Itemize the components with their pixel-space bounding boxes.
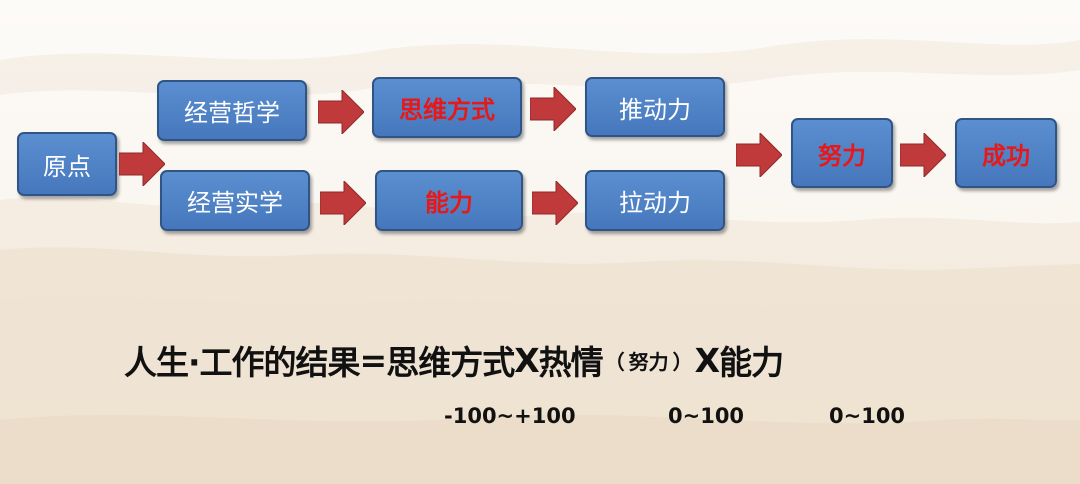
node-success-label: 成功 bbox=[982, 141, 1030, 170]
node-pulling-force: 拉动力 bbox=[585, 170, 725, 231]
node-pulling-force-label: 拉动力 bbox=[619, 189, 691, 217]
formula-thinking: 思维方式 bbox=[386, 343, 515, 382]
node-management-practice-label: 经营实学 bbox=[187, 189, 283, 217]
node-effort: 努力 bbox=[791, 118, 893, 188]
node-origin: 原点 bbox=[17, 132, 117, 196]
node-management-philosophy-label: 经营哲学 bbox=[184, 99, 280, 127]
node-thinking-style: 思维方式 bbox=[372, 77, 522, 138]
node-effort-label: 努力 bbox=[818, 141, 866, 170]
life-formula: 人生·工作的结果 = 思维方式 X 热情 （ 努力 ） X 能力 bbox=[124, 330, 784, 390]
arrow-right-icon bbox=[532, 181, 578, 225]
formula-times-2: X bbox=[694, 340, 720, 380]
formula-paren-open: （ bbox=[604, 349, 625, 374]
formula-times-1: X bbox=[514, 340, 539, 380]
arrow-right-icon bbox=[530, 87, 576, 131]
range-ability: 0~100 bbox=[829, 404, 906, 428]
arrow-right-icon bbox=[320, 181, 366, 225]
formula-paren-close: ） bbox=[672, 349, 693, 374]
node-success: 成功 bbox=[955, 118, 1057, 188]
node-driving-force-label: 推动力 bbox=[619, 95, 691, 124]
arrow-right-icon bbox=[318, 90, 364, 134]
arrow-right-icon bbox=[900, 133, 946, 177]
node-thinking-style-label: 思维方式 bbox=[399, 96, 495, 124]
node-driving-force: 推动力 bbox=[585, 77, 725, 137]
node-management-practice: 经营实学 bbox=[160, 170, 310, 231]
range-passion: 0~100 bbox=[668, 404, 745, 428]
node-ability: 能力 bbox=[375, 170, 523, 231]
node-ability-label: 能力 bbox=[425, 189, 473, 217]
arrow-right-icon bbox=[736, 133, 782, 177]
range-thinking: -100~+100 bbox=[444, 404, 576, 428]
formula-lhs: 人生·工作的结果 bbox=[124, 343, 361, 382]
formula-effort: 努力 bbox=[628, 349, 669, 374]
formula-ability: 能力 bbox=[719, 343, 784, 382]
node-origin-label: 原点 bbox=[43, 152, 91, 181]
formula-equals: = bbox=[359, 340, 388, 380]
formula-passion: 热情 bbox=[538, 343, 604, 382]
arrow-right-icon bbox=[119, 142, 165, 186]
node-management-philosophy: 经营哲学 bbox=[157, 80, 307, 141]
